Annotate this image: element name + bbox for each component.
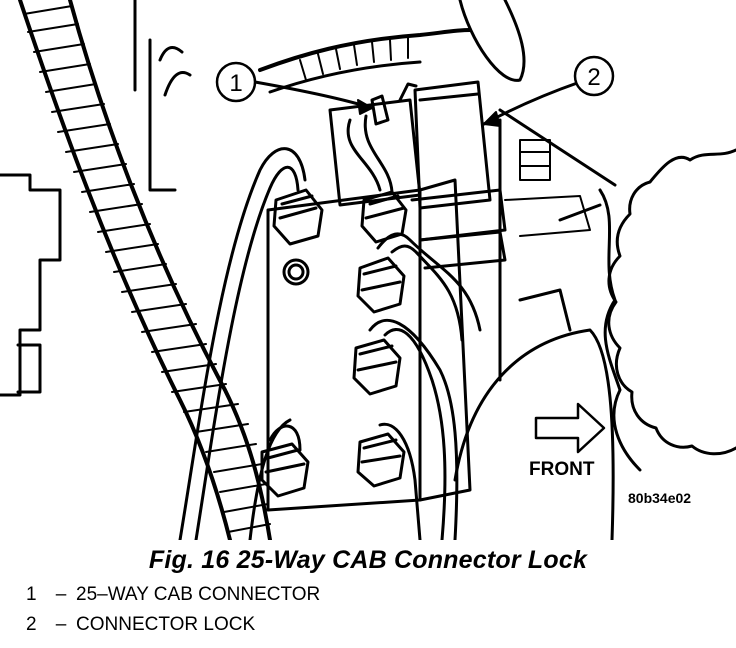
figure-id: 80b34e02 (628, 490, 691, 506)
background-panel-left (0, 0, 192, 397)
wiring-harness (18, 0, 272, 540)
figure-title: Fig. 16 25-Way CAB Connector Lock (148, 546, 588, 574)
brake-tubes (178, 114, 482, 540)
legend-dash: – (55, 584, 67, 605)
tube-fittings (260, 94, 408, 498)
legend-number: 1 (26, 584, 37, 605)
tube-nut (356, 432, 406, 488)
figure-caption: Fig. 16 25-Way CAB Connector Lock 1–25–W… (0, 540, 736, 648)
legend-dash: – (55, 614, 67, 635)
callout-number-1: 1 (229, 70, 242, 97)
module-housing (453, 108, 617, 540)
callout-arrowhead (483, 111, 501, 127)
front-arrow (534, 402, 606, 454)
legend-text: 25–WAY CAB CONNECTOR (76, 584, 321, 605)
cab-connector (328, 80, 591, 270)
upper-harness (258, 0, 526, 94)
callout-arrowhead (357, 99, 373, 115)
gear-wheel (598, 148, 736, 472)
callout-circle-1 (215, 61, 257, 103)
legend-text: CONNECTOR LOCK (76, 614, 256, 635)
tube-nut (352, 338, 402, 396)
front-label: FRONT (529, 459, 595, 480)
tube-nut (272, 188, 324, 246)
callout-number-2: 2 (587, 64, 600, 91)
tube-nut (260, 442, 310, 498)
legend-item: 1–25–WAY CAB CONNECTOR (26, 584, 320, 606)
legend-number: 2 (26, 614, 37, 635)
legend-item: 2–CONNECTOR LOCK (26, 614, 255, 636)
tube-nut (356, 256, 406, 314)
callout-circle-2 (573, 55, 615, 97)
connector-lock-illustration: 1 2 FRONT 80b34e02 (0, 0, 736, 540)
